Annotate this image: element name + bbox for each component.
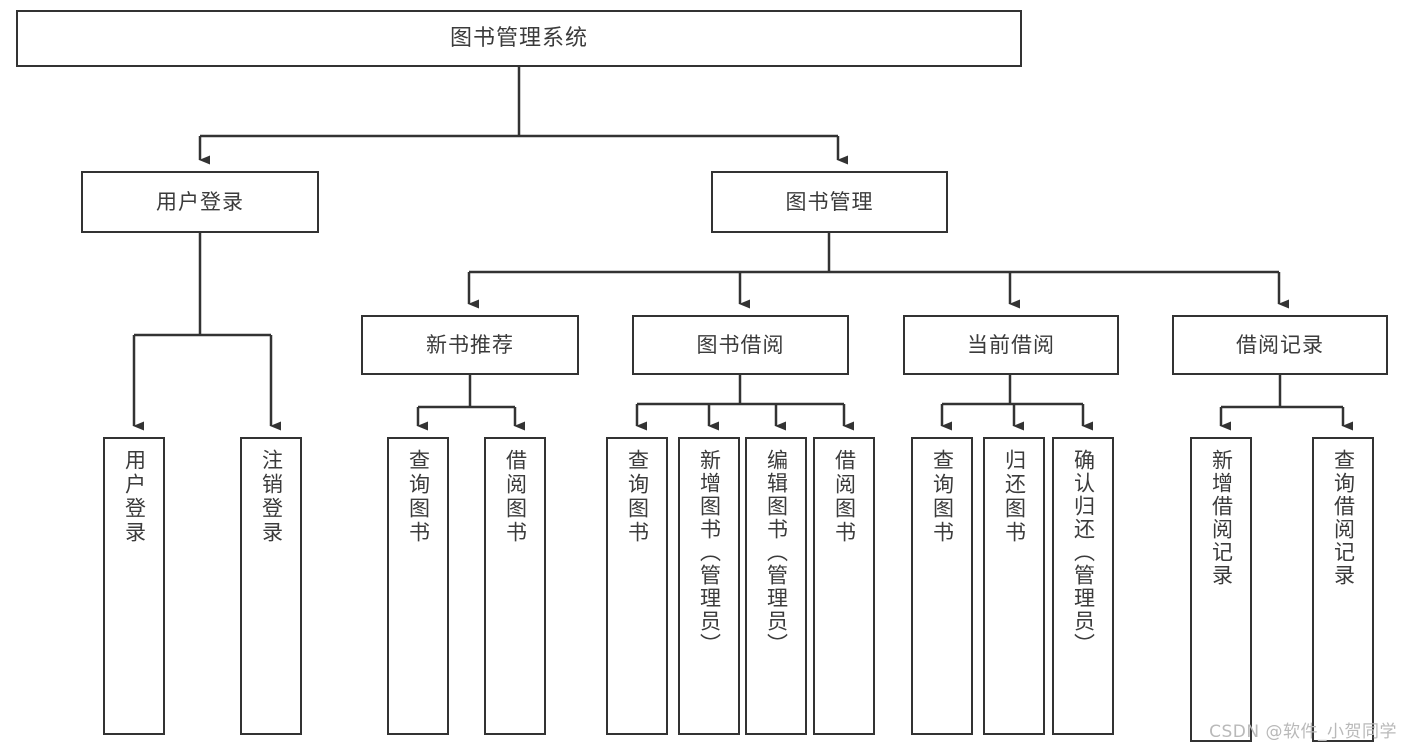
node-book-management-label: 图书管理 — [785, 189, 874, 214]
leaf-user-login[interactable]: 用户登录 — [103, 437, 165, 735]
leaf-query-borrow-record[interactable]: 查询借阅记录 — [1312, 437, 1374, 742]
node-root-label: 图书管理系统 — [449, 25, 588, 51]
node-current-borrow[interactable]: 当前借阅 — [903, 315, 1119, 375]
leaf-query-borrow-record-label: 查询借阅记录 — [1331, 449, 1356, 587]
leaf-borrow-book-recommendation[interactable]: 借阅图书 — [484, 437, 546, 735]
leaf-query-book-current[interactable]: 查询图书 — [911, 437, 973, 735]
node-current-borrow-label: 当前借阅 — [967, 332, 1055, 357]
leaf-logout-label: 注销登录 — [259, 449, 284, 545]
leaf-edit-book-admin[interactable]: 编辑图书（管理员） — [745, 437, 807, 735]
leaf-confirm-return-admin[interactable]: 确认归还（管理员） — [1052, 437, 1114, 735]
leaf-query-book-recommendation-label: 查询图书 — [406, 449, 431, 545]
leaf-add-borrow-record[interactable]: 新增借阅记录 — [1190, 437, 1252, 742]
node-user-login[interactable]: 用户登录 — [81, 171, 319, 233]
leaf-add-borrow-record-label: 新增借阅记录 — [1209, 449, 1234, 587]
leaf-edit-book-admin-label: 编辑图书（管理员） — [764, 449, 789, 656]
node-root[interactable]: 图书管理系统 — [16, 10, 1022, 67]
leaf-user-login-label: 用户登录 — [122, 449, 147, 545]
leaf-return-book-label: 归还图书 — [1002, 449, 1027, 545]
csdn-watermark: CSDN @软件_小贺同学 — [1209, 722, 1397, 742]
node-book-borrow-label: 图书借阅 — [696, 332, 785, 357]
node-user-login-label: 用户登录 — [156, 189, 244, 214]
node-borrow-record[interactable]: 借阅记录 — [1172, 315, 1388, 375]
leaf-query-book-current-label: 查询图书 — [930, 449, 955, 545]
leaf-query-book-borrow[interactable]: 查询图书 — [606, 437, 668, 735]
node-book-management[interactable]: 图书管理 — [711, 171, 948, 233]
leaf-borrow-book[interactable]: 借阅图书 — [813, 437, 875, 735]
leaf-add-book-admin-label: 新增图书（管理员） — [697, 449, 722, 656]
leaf-return-book[interactable]: 归还图书 — [983, 437, 1045, 735]
leaf-logout[interactable]: 注销登录 — [240, 437, 302, 735]
node-book-borrow[interactable]: 图书借阅 — [632, 315, 849, 375]
leaf-query-book-recommendation[interactable]: 查询图书 — [387, 437, 449, 735]
leaf-add-book-admin[interactable]: 新增图书（管理员） — [678, 437, 740, 735]
leaf-borrow-book-recommendation-label: 借阅图书 — [503, 449, 528, 545]
node-new-book-recommendation-label: 新书推荐 — [426, 332, 514, 357]
node-borrow-record-label: 借阅记录 — [1236, 332, 1324, 357]
leaf-query-book-borrow-label: 查询图书 — [625, 449, 650, 545]
node-new-book-recommendation[interactable]: 新书推荐 — [361, 315, 579, 375]
leaf-borrow-book-label: 借阅图书 — [832, 449, 857, 545]
leaf-confirm-return-admin-label: 确认归还（管理员） — [1071, 449, 1096, 656]
